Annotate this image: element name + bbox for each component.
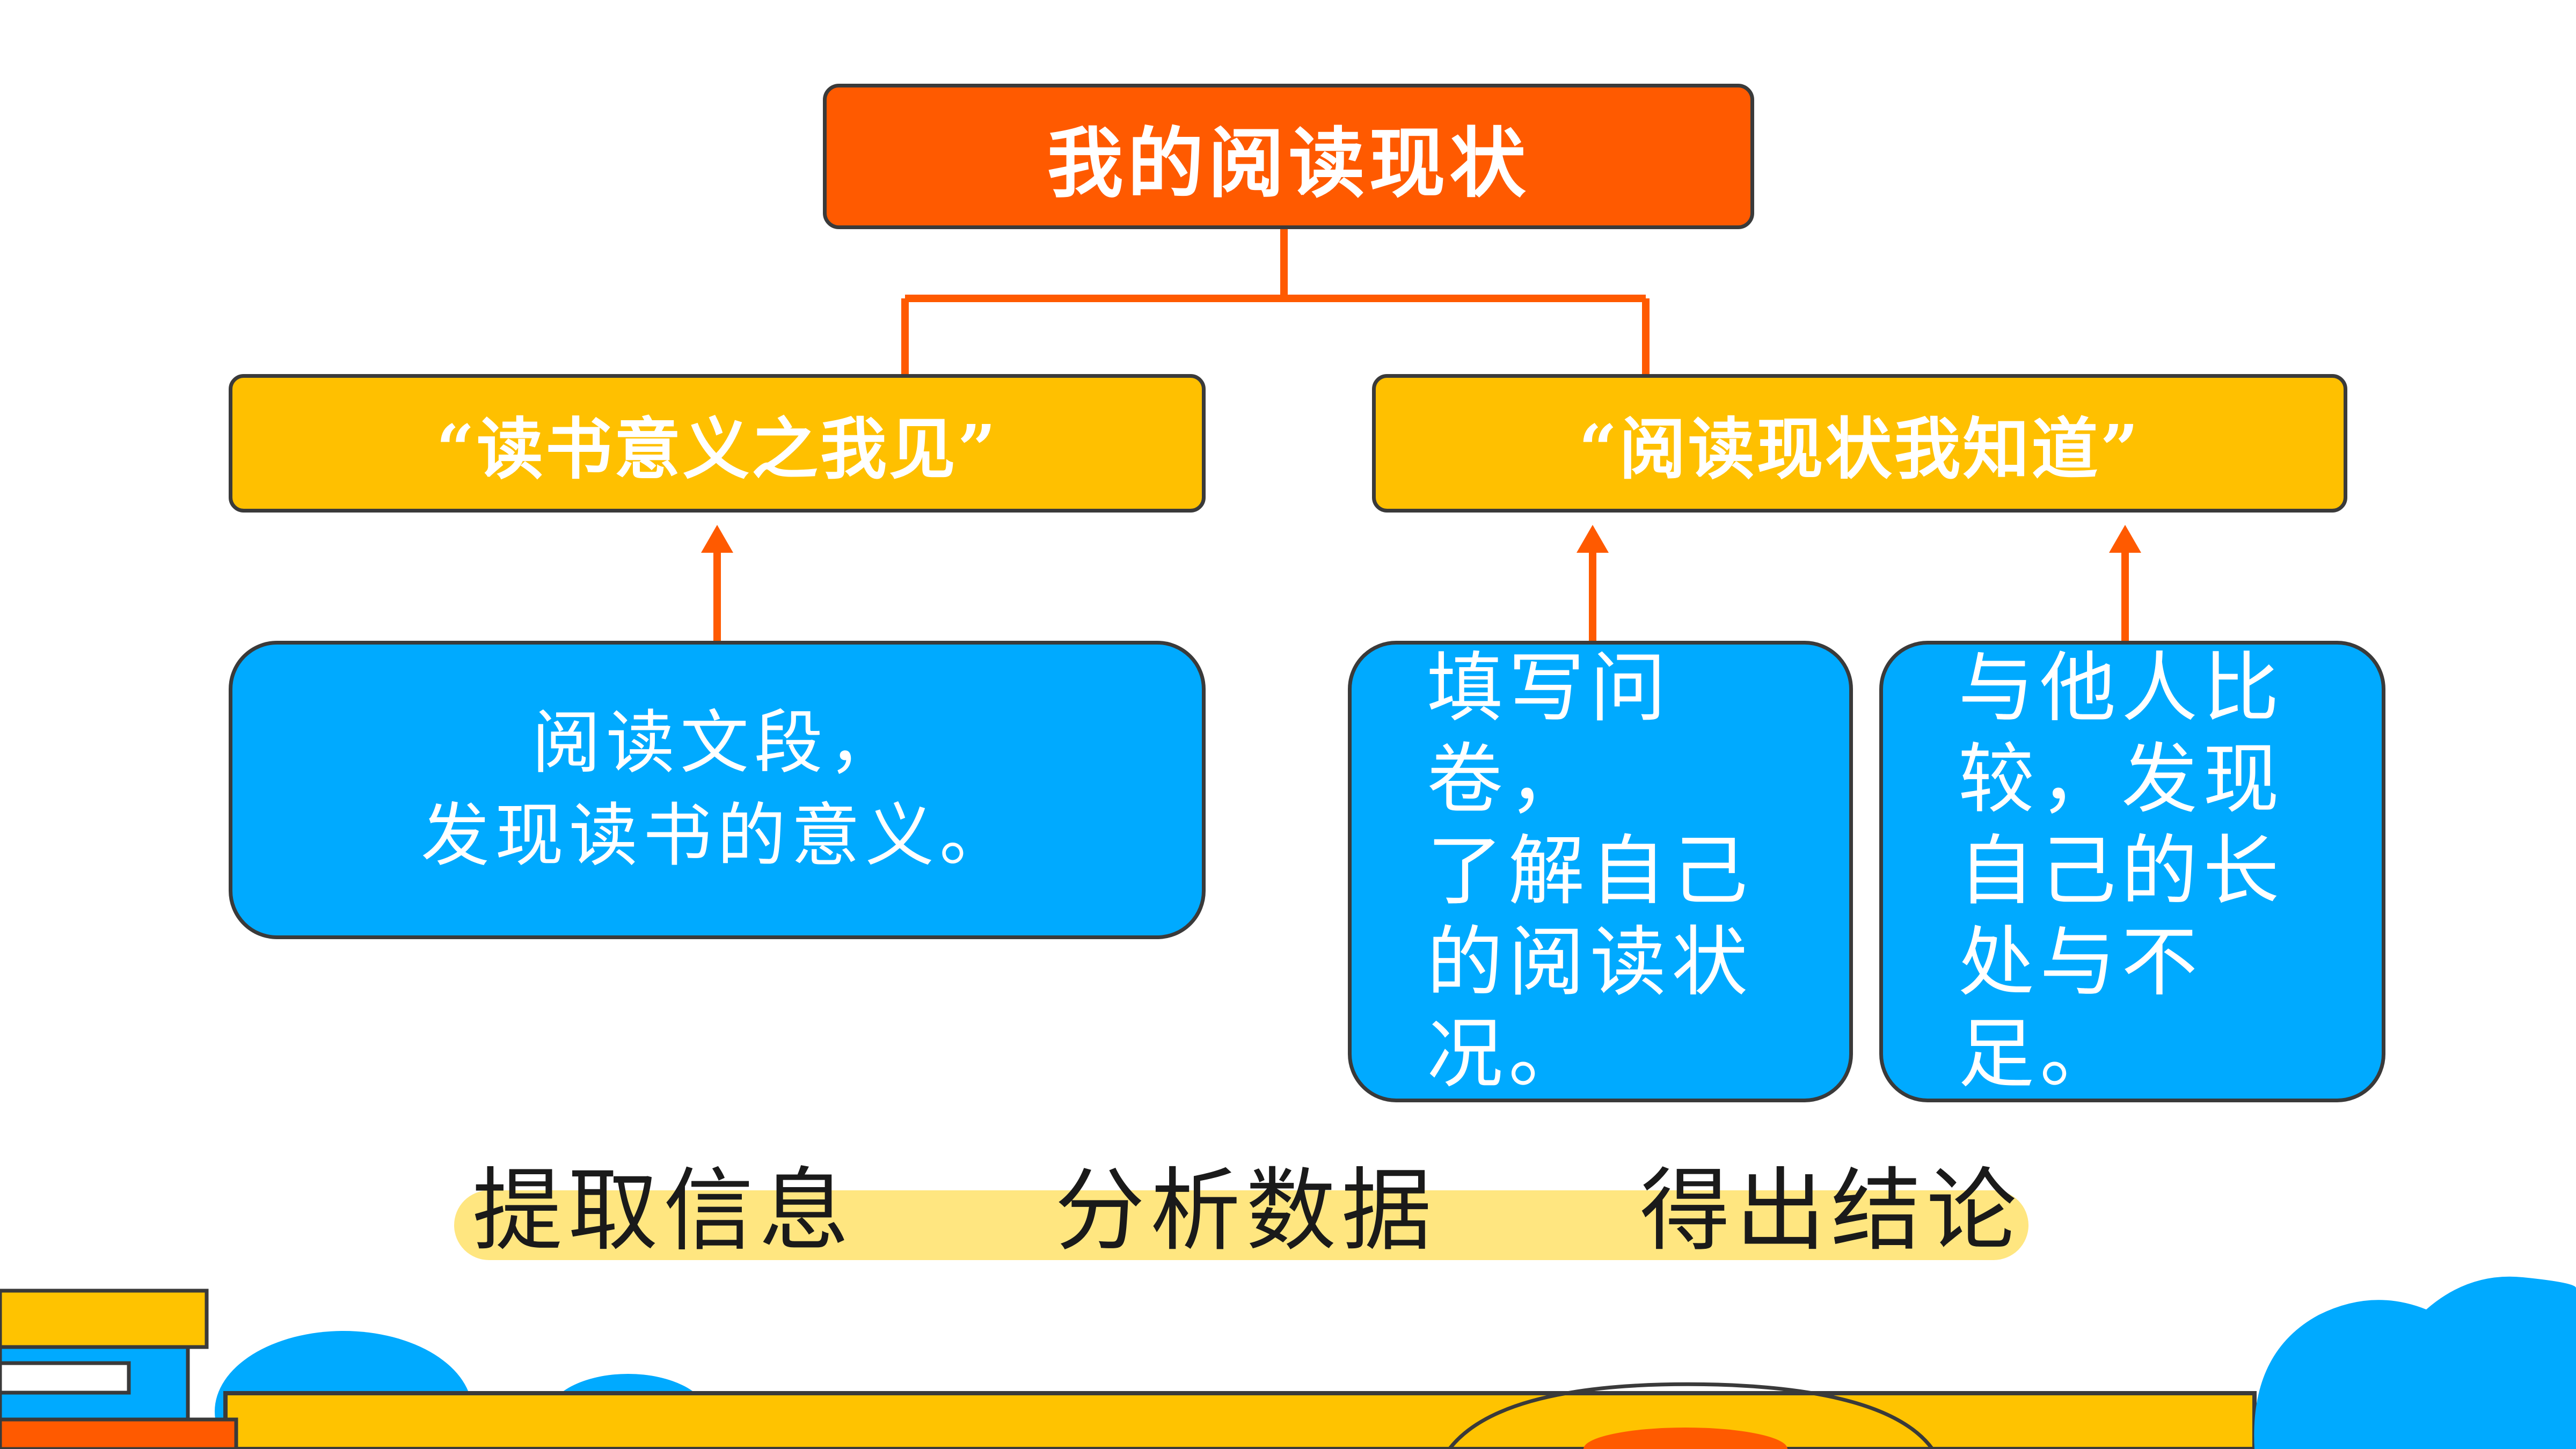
step-extract-info: 提取信息	[472, 1158, 855, 1263]
leaf-label: 与他人比 较，发现 自己的长 处与不足。	[1958, 644, 2285, 1099]
arrow-left-head	[701, 525, 733, 553]
leaf-node-compare-others: 与他人比 较，发现 自己的长 处与不足。	[1879, 641, 2385, 1102]
arrow-mid-head	[1577, 525, 1609, 553]
book-stack	[0, 1289, 238, 1449]
footer-orange-shape	[1583, 1428, 1787, 1449]
root-label: 我的阅读现状	[1047, 119, 1530, 208]
footer-desk	[223, 1391, 2257, 1449]
footer-desk-arc	[1448, 1382, 1934, 1449]
branch-label: “阅读现状我知道”	[1579, 411, 2141, 488]
branch-node-reading-status: “阅读现状我知道”	[1372, 374, 2347, 513]
root-node: 我的阅读现状	[823, 84, 1754, 229]
leaf-label: 阅读文段， 发现读书的意义。	[420, 703, 1013, 876]
leaf-node-questionnaire: 填写问卷， 了解自己 的阅读状 况。	[1348, 641, 1853, 1102]
arrow-right-head	[2109, 525, 2141, 553]
right-cloud	[2254, 1276, 2576, 1449]
leaf-node-read-passage: 阅读文段， 发现读书的意义。	[229, 641, 1206, 939]
branch-label: “读书意义之我见”	[436, 411, 998, 488]
step-draw-conclusion: 得出结论	[1640, 1158, 2022, 1263]
branch-node-reading-meaning: “读书意义之我见”	[229, 374, 1206, 513]
step-analyze-data: 分析数据	[1055, 1158, 1437, 1263]
leaf-label: 填写问卷， 了解自己 的阅读状 况。	[1427, 644, 1753, 1099]
steps-highlight-band	[454, 1190, 2028, 1260]
